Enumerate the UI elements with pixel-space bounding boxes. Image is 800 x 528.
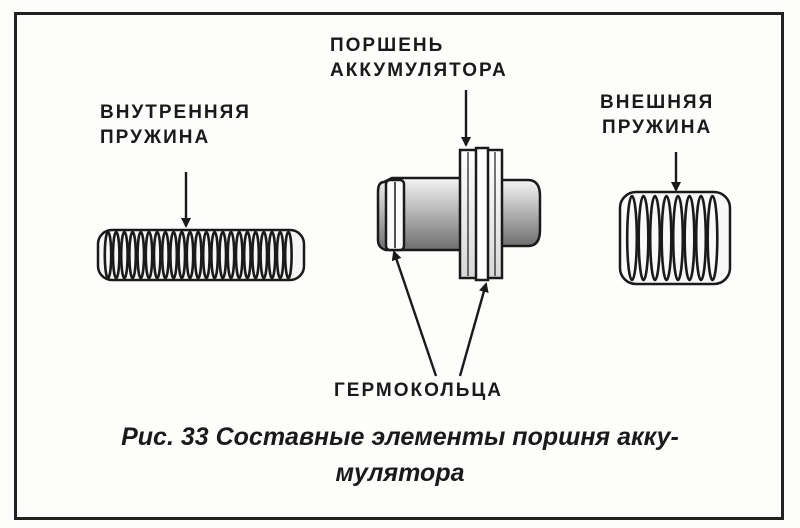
label-inner-spring-line1: ВНУТРЕННЯЯ — [100, 102, 251, 123]
label-piston-line1: ПОРШЕНЬ — [330, 35, 445, 56]
spring-coil — [152, 230, 162, 280]
spring-coil — [267, 230, 277, 280]
seal-arrow-left — [391, 250, 438, 377]
outer-spring — [618, 190, 732, 286]
label-outer-spring: ВНЕШНЯЯ ПРУЖИНА — [600, 90, 714, 140]
spring-coil — [218, 230, 228, 280]
piston-seal-ring-collar — [474, 146, 490, 282]
spring-coil — [177, 230, 187, 280]
spring-coil — [251, 230, 261, 280]
spring-coil — [275, 230, 285, 280]
spring-coil — [119, 230, 129, 280]
label-outer-spring-line2: ПРУЖИНА — [602, 117, 713, 138]
spring-coil — [144, 230, 154, 280]
spring-coil — [706, 194, 719, 282]
spring-coil — [242, 230, 252, 280]
label-seals: ГЕРМОКОЛЬЦА — [334, 380, 503, 401]
label-inner-spring-line2: ПРУЖИНА — [100, 127, 211, 148]
spring-coil — [637, 194, 650, 282]
figure-frame — [14, 12, 784, 520]
label-piston-line2: АККУМУЛЯТОРА — [330, 60, 508, 81]
spring-coil — [193, 230, 203, 280]
accumulator-piston — [376, 146, 542, 282]
spring-coil — [210, 230, 220, 280]
spring-coil — [136, 230, 146, 280]
spring-coil — [234, 230, 244, 280]
label-piston: ПОРШЕНЬ АККУМУЛЯТОРА — [330, 33, 508, 83]
label-inner-spring: ВНУТРЕННЯЯ ПРУЖИНА — [100, 100, 251, 150]
figure-caption-line2: мулятора — [335, 459, 465, 487]
spring-coil — [128, 230, 138, 280]
inner-spring — [96, 228, 306, 282]
spring-coil — [283, 230, 293, 280]
spring-coil — [169, 230, 179, 280]
spring-coil — [660, 194, 673, 282]
spring-coil — [259, 230, 269, 280]
spring-coil — [648, 194, 662, 282]
label-outer-spring-line1: ВНЕШНЯЯ — [600, 92, 715, 113]
spring-coil — [160, 230, 170, 280]
figure-caption-line1: Рис. 33 Составные элементы поршня акку- — [121, 423, 679, 451]
spring-coil — [694, 194, 708, 282]
spring-coil — [201, 230, 211, 280]
spring-coil — [625, 194, 639, 282]
seal-arrow-right — [458, 282, 489, 377]
spring-coil — [111, 230, 121, 280]
spring-coil — [103, 230, 113, 280]
spring-coil — [671, 194, 685, 282]
spring-coil — [185, 230, 195, 280]
spring-coil — [683, 194, 696, 282]
spring-coil — [226, 230, 236, 280]
